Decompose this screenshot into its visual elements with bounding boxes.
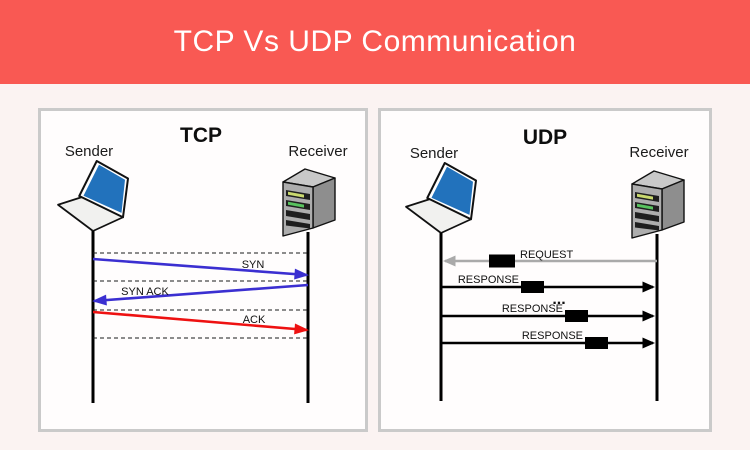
tcp-diagram: TCP Sender Receiver SYN SYN ACK ACK xyxy=(57,124,348,403)
ack-label: ACK xyxy=(243,314,266,326)
ack-arrow xyxy=(92,310,309,335)
packet xyxy=(489,254,515,268)
syn-ack-label: SYN ACK xyxy=(121,286,169,298)
response-label: RESPONSE xyxy=(458,274,519,286)
header-banner: TCP Vs UDP Communication xyxy=(0,0,750,84)
laptop-icon xyxy=(57,160,129,232)
udp-panel-title: UDP xyxy=(523,126,567,149)
udp-sender-label: Sender xyxy=(410,145,458,162)
request-label: REQUEST xyxy=(520,249,573,261)
panels-row: TCP Sender Receiver SYN SYN ACK ACK UDP … xyxy=(0,84,750,450)
udp-diagram: UDP Sender Receiver REQUEST RESPONSE ...… xyxy=(405,126,689,401)
tcp-receiver-label: Receiver xyxy=(288,143,347,160)
tcp-panel-title: TCP xyxy=(180,124,222,147)
response-label: RESPONSE xyxy=(522,330,583,342)
server-icon xyxy=(631,170,685,239)
syn-ack-arrow xyxy=(92,283,309,306)
packet xyxy=(521,281,544,293)
udp-panel: UDP Sender Receiver REQUEST RESPONSE ...… xyxy=(378,108,712,432)
udp-receiver-label: Receiver xyxy=(629,144,688,161)
syn-arrow xyxy=(92,257,309,280)
server-icon xyxy=(282,168,336,237)
packet xyxy=(565,310,588,322)
tcp-panel: TCP Sender Receiver SYN SYN ACK ACK xyxy=(38,108,368,432)
laptop-icon xyxy=(405,162,477,234)
page-title: TCP Vs UDP Communication xyxy=(173,25,577,58)
ellipsis-label: ... xyxy=(552,291,565,308)
response-label: RESPONSE xyxy=(502,303,563,315)
tcp-sender-label: Sender xyxy=(65,143,113,160)
packet xyxy=(585,337,608,349)
syn-label: SYN xyxy=(242,259,265,271)
